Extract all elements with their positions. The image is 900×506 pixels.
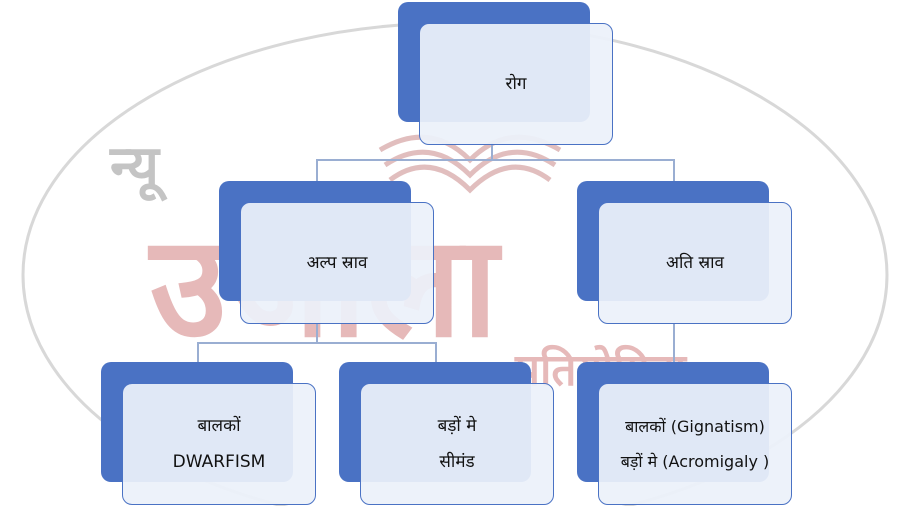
- node-right-label: अति स्राव: [665, 252, 724, 273]
- connector-root-down: [491, 143, 493, 160]
- node-leaf-3-line2: बड़ों मे (Acromigaly ): [620, 452, 770, 471]
- node-right-box: अति स्राव: [598, 202, 792, 324]
- node-leaf-2-line1: बड़ों मे: [437, 415, 477, 436]
- connector-right-down: [673, 324, 675, 382]
- connector-left-down: [316, 324, 318, 343]
- node-left-box: अल्प स्राव: [240, 202, 434, 324]
- node-leaf-3-line1: बालकों (Gignatism): [625, 416, 765, 436]
- node-leaf-1-box: बालकों DWARFISM: [122, 383, 316, 505]
- connector-level1-horizontal: [316, 159, 675, 161]
- node-left-label: अल्प स्राव: [306, 252, 368, 273]
- node-leaf-1-line2: DWARFISM: [172, 452, 266, 472]
- node-leaf-1-line1: बालकों: [197, 415, 241, 436]
- node-leaf-2-line2: सीमंड: [439, 452, 475, 472]
- node-root-box: रोग: [419, 23, 613, 145]
- connector-level2-horizontal: [197, 342, 437, 344]
- watermark-top-word: न्यू: [109, 134, 168, 202]
- node-leaf-3-box: बालकों (Gignatism) बड़ों मे (Acromigaly …: [598, 383, 792, 505]
- connector-to-right: [673, 159, 675, 202]
- node-leaf-2-box: बड़ों मे सीमंड: [360, 383, 554, 505]
- connector-to-left: [316, 159, 318, 202]
- node-root-label: रोग: [505, 73, 527, 94]
